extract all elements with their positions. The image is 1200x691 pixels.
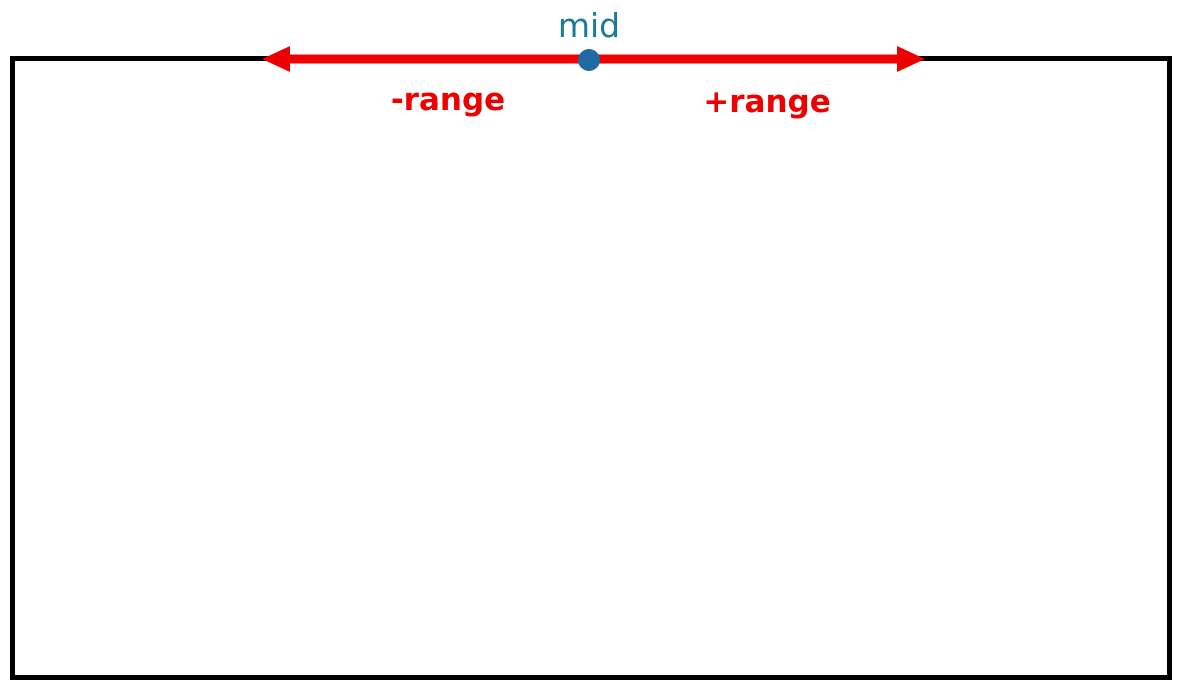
positive-range-label: +range [703, 84, 830, 120]
midpoint-label: mid [558, 6, 620, 45]
negative-range-label: -range [391, 82, 505, 118]
plot-frame [10, 56, 1172, 680]
midpoint-dot [578, 49, 600, 71]
